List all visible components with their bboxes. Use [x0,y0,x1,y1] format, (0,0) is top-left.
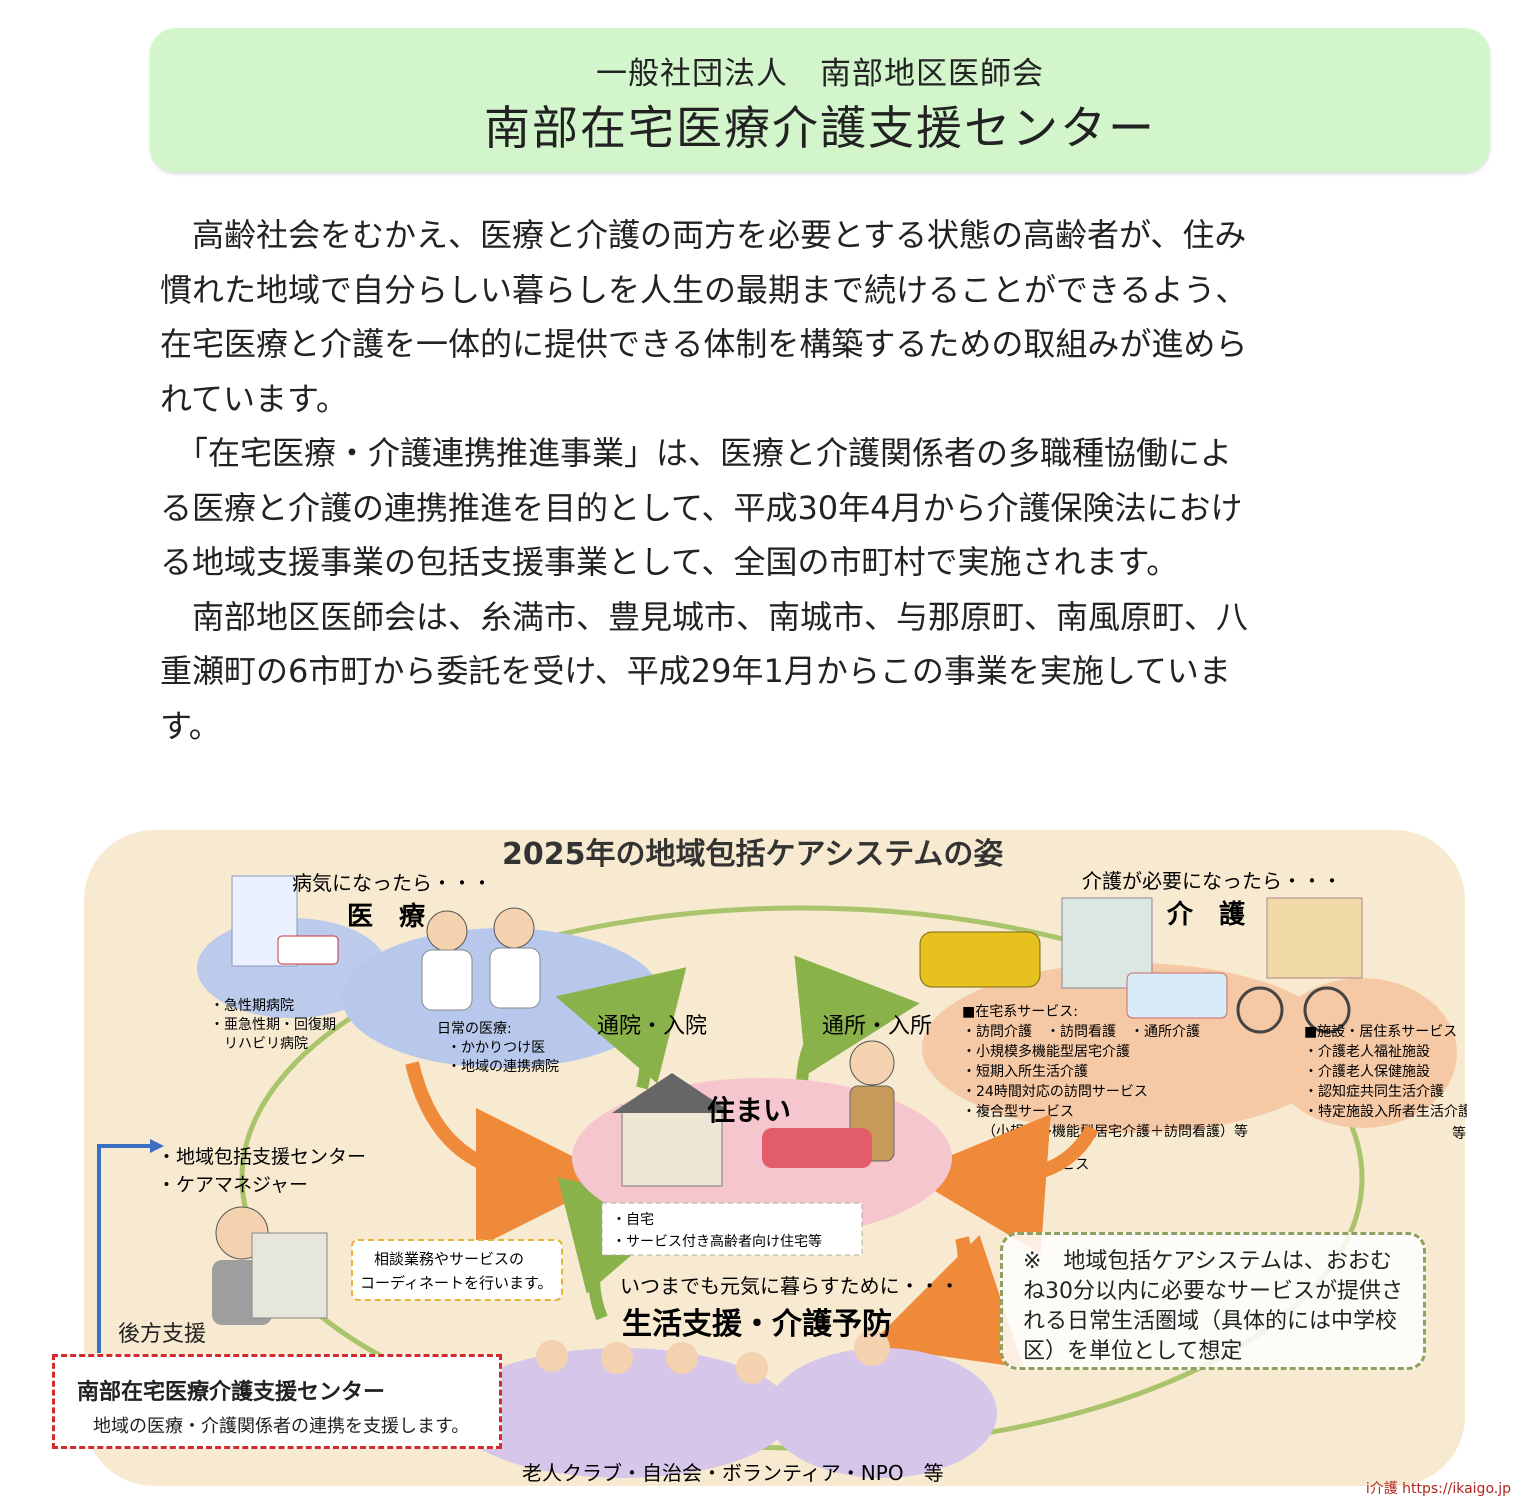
prevention-bubble [452,1348,792,1478]
source-watermark: i介護 https://ikaigo.jp [1365,1481,1511,1497]
home-roof [612,1073,732,1113]
care-home-service-4: ・24時間対応の訪問サービス [962,1084,1148,1100]
wheelchair-wheel-2 [1303,986,1351,1034]
medical-daily-2: ・かかりつけ医 [447,1040,545,1056]
sofa [762,1128,872,1168]
support-center-title: 南部在宅医療介護支援センター [77,1380,386,1405]
support-center-description: 地域の医療・介護関係者の連携を支援します。 [93,1416,470,1437]
medical-daily-3: ・地域の連携病院 [447,1059,559,1075]
care-bath [1126,972,1228,1019]
support-center-2: ・ケアマネジャー [157,1174,308,1196]
care-system-diagram: 2025年の地域包括ケアシステムの姿 病気になったら・・・ 医 療 ・急性期病院… [84,830,1467,1486]
prevention-label: 生活支援・介護予防 [622,1307,892,1342]
back-support-arrow [97,1144,152,1353]
care-van [919,931,1041,988]
prevention-lead: いつまでも元気に暮らすために・・・ [620,1274,960,1298]
ambulance [277,935,339,965]
care-facility-bubble [1267,978,1457,1128]
volunteer [854,1330,890,1366]
home-item-2: ・サービス付き高齢者向け住宅等 [612,1233,822,1250]
organization-name: 一般社団法人 南部地区医師会 [596,56,1044,92]
medical-hospital-2: ・亜急性期・回復期 [210,1016,336,1033]
senior-1 [536,1340,568,1372]
arrow-right-label: 通所・入所 [822,1014,932,1039]
care-facility-5: 等 [1452,1125,1466,1142]
care-home-service-5: ・複合型サービス [962,1103,1074,1120]
home-list-box [601,1202,863,1256]
arrow-care-to-home [906,1114,1099,1254]
medical-hospital-3: リハビリ病院 [210,1036,308,1052]
note-text: ※ 地域包括ケアシステムは、おおむね30分以内に必要なサービスが提供される日常生… [1023,1249,1403,1364]
note-box: ※ 地域包括ケアシステムは、おおむね30分以内に必要なサービスが提供される日常生… [1000,1232,1426,1370]
arrow-home-to-care [794,955,920,1089]
home-label: 住まい [707,1094,791,1127]
coordination-line-1: 相談業務やサービスの [374,1250,524,1268]
support-center-1: ・地域包括支援センター [157,1146,366,1168]
support-center-box: 南部在宅医療介護支援センター 地域の医療・介護関係者の連携を支援します。 [52,1354,502,1449]
arrow-medical-to-home [405,1061,616,1248]
back-support-label: 後方支援 [118,1322,207,1347]
care-lead: 介護が必要になったら・・・ [1082,869,1342,893]
medical-hospital-1: ・急性期病院 [210,998,294,1014]
care-home-service-1: ・訪問介護 ・訪問看護 ・通所介護 [962,1024,1200,1040]
coordination-line-2: コーディネートを行います。 [360,1274,552,1292]
elder-head [849,1040,895,1086]
intro-paragraph-3: 南部地区医師会は、糸満市、豊見城市、南城市、与那原町、南風原町、八重瀬町の6市町… [160,597,1249,745]
arrow-left-label: 通院・入院 [597,1014,707,1039]
home-item-1: ・自宅 [612,1212,654,1228]
back-support-arrowhead [150,1139,164,1153]
prevention-bubble-2 [767,1348,997,1478]
care-home-service-3: ・短期入所生活介護 [962,1064,1088,1080]
prevention-bottom: 老人クラブ・自治会・ボランティア・NPO 等 [522,1461,944,1485]
care-facility-0: ■施設・居住系サービス [1304,1024,1457,1040]
header-banner: 一般社団法人 南部地区医師会 南部在宅医療介護支援センター [150,28,1490,172]
doctor-head [426,910,468,952]
medical-lead: 病気になったら・・・ [292,871,492,895]
home-house [621,1105,723,1187]
care-facility-2: ・介護老人保健施設 [1304,1064,1430,1080]
support-building [251,1232,328,1319]
medical-daily-1: 日常の医療: [437,1020,512,1037]
wheelchair-wheel [1236,986,1284,1034]
care-facility-3: ・認知症共同生活介護 [1304,1083,1444,1100]
medical-label: 医 療 [347,902,426,932]
intro-paragraph-2: 「在宅医療・介護連携推進事業」は、医療と介護関係者の多職種協働による医療と介護の… [160,434,1243,581]
intro-text: 高齢社会をむかえ、医療と介護の両方を必要とする状態の高齢者が、住み慣れた地域で自… [160,208,1250,753]
nurse-body [489,947,541,1009]
coordination-bubble [351,1239,563,1301]
senior-2 [601,1342,633,1374]
doctor-body [421,949,473,1011]
senior-3 [666,1342,698,1374]
arrow-home-to-medical [555,967,687,1090]
senior-4 [736,1352,768,1384]
care-home-service-6: （小規模多機能型居宅介護＋訪問看護）等 [982,1123,1248,1140]
care-facility-4: ・特定施設入所者生活介護 [1304,1104,1467,1120]
care-facility-1: ・介護老人福祉施設 [1304,1044,1430,1060]
intro-paragraph-1: 高齢社会をむかえ、医療と介護の両方を必要とする状態の高齢者が、住み慣れた地域で自… [160,216,1248,418]
care-label: 介 護 [1166,899,1246,930]
page-title: 南部在宅医療介護支援センター [484,101,1156,155]
care-house [1266,897,1363,979]
arrow-home-to-prevention [868,1234,1024,1368]
care-home-service-2: ・小規模多機能型居宅介護 [962,1043,1130,1060]
nurse-head [493,907,535,949]
care-home-service-0: ■在宅系サービス: [962,1004,1078,1020]
diagram-title: 2025年の地域包括ケアシステムの姿 [502,837,1003,872]
